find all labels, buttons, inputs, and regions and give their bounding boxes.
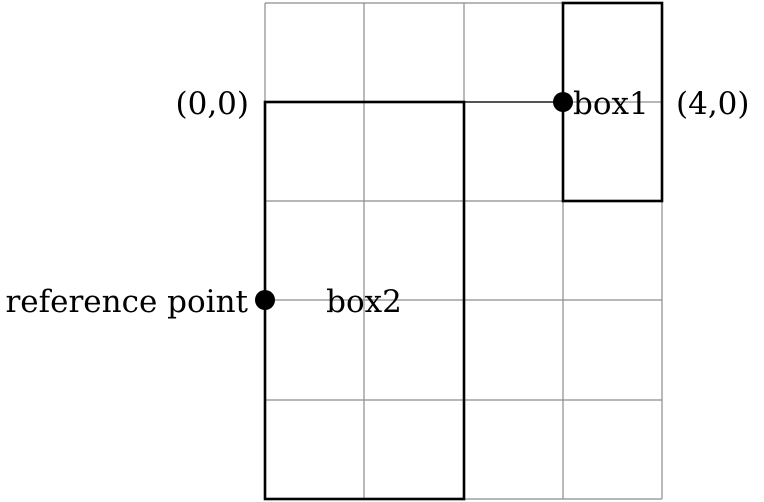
reference-point-dot xyxy=(255,290,275,310)
box2-label: box2 xyxy=(326,284,402,320)
origin-label: (0,0) xyxy=(176,86,250,122)
right-point-label: (4,0) xyxy=(676,86,750,122)
reference-point-label: reference point xyxy=(5,284,248,320)
box1-label: box1 xyxy=(573,86,649,122)
box1-anchor-dot xyxy=(553,92,573,112)
